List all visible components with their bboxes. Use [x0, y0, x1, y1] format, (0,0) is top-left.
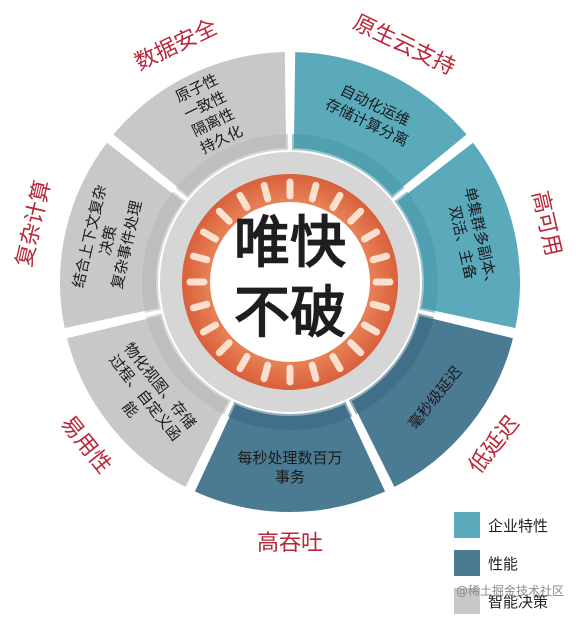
segment-inner-shade — [142, 191, 186, 313]
core-tick — [260, 361, 272, 383]
label-throughput: 高吞吐 — [257, 531, 323, 556]
segment-text-line: 事务 — [275, 468, 305, 486]
segment-throughput — [189, 399, 391, 516]
segment-inner-shade — [394, 191, 438, 313]
core-tick — [347, 339, 365, 357]
legend-item-performance: 性能 — [454, 547, 548, 579]
core-ticks — [186, 178, 394, 386]
legend-item-enterprise: 企业特性 — [454, 509, 548, 541]
legend: 企业特性 性能 智能决策 — [454, 509, 548, 623]
core-tick — [236, 352, 251, 373]
core-tick — [360, 321, 381, 336]
core-disc — [210, 202, 370, 362]
segment-inner-shade — [348, 313, 434, 415]
core-tick — [189, 252, 211, 264]
core-tick — [329, 191, 344, 212]
segment-latency — [346, 310, 518, 493]
legend-label: 企业特性 — [488, 516, 549, 535]
core-tick — [329, 352, 344, 373]
core-tick — [308, 181, 320, 203]
legend-swatch — [454, 512, 480, 538]
core-tick — [199, 321, 220, 336]
core-tick — [215, 207, 233, 225]
legend-label: 性能 — [488, 554, 519, 573]
core-tick — [369, 252, 391, 264]
label-complex: 复杂计算 — [12, 178, 56, 269]
segment-security — [107, 47, 291, 202]
core-tick — [189, 300, 211, 312]
segment-inner-shade — [146, 313, 232, 415]
segment-inner-shade — [175, 134, 289, 199]
feature-ring-diagram: 自动化运维存储计算分离单集群多副本、双活、主备毫秒级延迟每秒处理数百万事务物化视… — [12, 10, 565, 556]
core-tick — [215, 339, 233, 357]
segment-inner-shade — [291, 134, 405, 199]
segment-cloud — [289, 47, 473, 202]
segment-text-line: 每秒处理数百万 — [237, 449, 342, 467]
core-tick — [369, 300, 391, 312]
label-ha: 高可用 — [526, 189, 565, 259]
segment-easy — [62, 310, 234, 493]
watermark: @稀土掘金技术社区 — [455, 584, 564, 598]
center-core: 唯快 不破 — [182, 174, 398, 390]
center-title-line2: 不破 — [234, 281, 346, 346]
core-tick — [347, 207, 365, 225]
segment-inner-shade — [227, 401, 353, 430]
core-tick — [260, 181, 272, 203]
core-tick — [360, 228, 381, 243]
core-tick — [236, 191, 251, 212]
legend-swatch — [454, 550, 480, 576]
core-tick — [199, 228, 220, 243]
center-title-line1: 唯快 — [234, 211, 347, 276]
core-tick — [308, 361, 320, 383]
